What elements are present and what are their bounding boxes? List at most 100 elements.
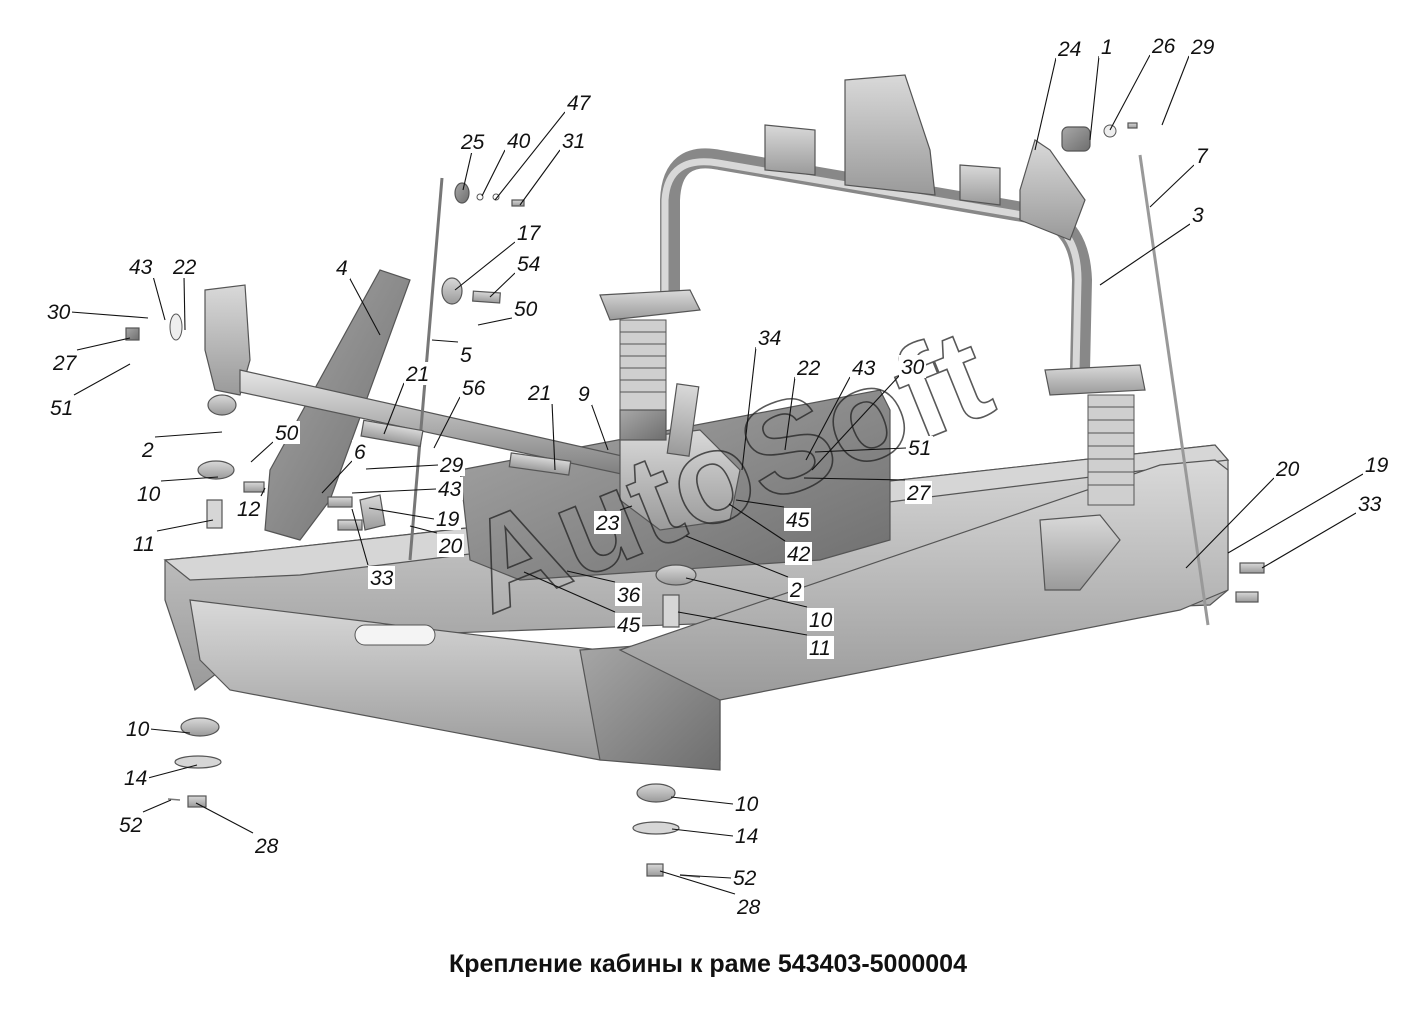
callout-51[interactable]: 51 <box>50 397 73 420</box>
callout-34[interactable]: 34 <box>758 327 781 350</box>
callout-14[interactable]: 14 <box>124 767 147 790</box>
cup-14-bottom-center <box>632 821 680 835</box>
callout-background <box>785 542 812 565</box>
callout-47[interactable]: 47 <box>567 92 592 115</box>
leader-line-33 <box>351 508 369 566</box>
callout-52[interactable]: 52 <box>119 814 143 837</box>
callout-9[interactable]: 9 <box>578 383 590 406</box>
callout-20[interactable]: 20 <box>438 535 463 558</box>
callout-background <box>850 356 877 379</box>
callout-42[interactable]: 42 <box>787 543 811 566</box>
callout-background <box>565 91 592 114</box>
callout-background <box>235 497 262 520</box>
callout-11[interactable]: 11 <box>809 637 831 660</box>
callout-33[interactable]: 33 <box>370 567 394 590</box>
bracket-left <box>204 284 251 396</box>
callout-45[interactable]: 45 <box>786 509 810 532</box>
callout-10[interactable]: 10 <box>735 793 759 816</box>
callout-background <box>253 834 280 857</box>
callout-28[interactable]: 28 <box>254 835 279 858</box>
leader-line-6 <box>321 460 353 494</box>
callout-2[interactable]: 2 <box>789 579 802 602</box>
callout-background <box>459 130 486 153</box>
callout-17[interactable]: 17 <box>517 222 542 245</box>
leader-line-30 <box>811 375 900 471</box>
callout-2[interactable]: 2 <box>141 439 154 462</box>
callout-43[interactable]: 43 <box>438 478 462 501</box>
callout-background <box>437 534 464 557</box>
callout-54[interactable]: 54 <box>517 253 540 276</box>
callout-background <box>905 481 932 504</box>
callout-5[interactable]: 5 <box>460 344 472 367</box>
callout-10[interactable]: 10 <box>126 718 150 741</box>
callout-1[interactable]: 1 <box>1101 36 1113 59</box>
callout-52[interactable]: 52 <box>733 867 757 890</box>
callout-50[interactable]: 50 <box>514 298 538 321</box>
callout-10[interactable]: 10 <box>809 609 833 632</box>
callout-30[interactable]: 30 <box>901 356 925 379</box>
diagram-title: Крепление кабины к раме 543403-5000004 <box>449 950 967 978</box>
right-lower-bracket <box>1039 514 1121 591</box>
callout-29[interactable]: 29 <box>1190 36 1215 59</box>
callout-20[interactable]: 20 <box>1275 458 1300 481</box>
leader-line-51 <box>814 447 907 453</box>
callout-19[interactable]: 19 <box>1365 454 1389 477</box>
callout-12[interactable]: 12 <box>237 498 261 521</box>
callout-21[interactable]: 21 <box>405 363 429 386</box>
callout-50[interactable]: 50 <box>275 422 299 445</box>
callout-43[interactable]: 43 <box>852 357 876 380</box>
callout-29[interactable]: 29 <box>439 454 464 477</box>
spring-left <box>619 319 667 411</box>
callout-11[interactable]: 11 <box>133 533 155 556</box>
cap-10-center <box>655 564 697 586</box>
leader-line-26 <box>1109 54 1151 131</box>
callout-33[interactable]: 33 <box>1358 493 1382 516</box>
callout-4[interactable]: 4 <box>336 257 348 280</box>
callout-19[interactable]: 19 <box>436 508 460 531</box>
callout-36[interactable]: 36 <box>617 584 641 607</box>
callout-background <box>1150 34 1177 57</box>
callout-background <box>512 297 539 320</box>
leader-line-23 <box>619 505 633 511</box>
callout-6[interactable]: 6 <box>354 441 366 464</box>
leader-line-22 <box>784 376 796 451</box>
leader-line-14 <box>671 828 734 837</box>
callout-40[interactable]: 40 <box>507 130 531 153</box>
leader-line-34 <box>741 346 757 471</box>
callout-30[interactable]: 30 <box>47 301 71 324</box>
callout-7[interactable]: 7 <box>1196 145 1209 168</box>
nut-28-bottom-center <box>646 863 664 877</box>
callout-background <box>171 255 198 278</box>
callout-26[interactable]: 26 <box>1151 35 1176 58</box>
rear-support-arch <box>599 74 1146 591</box>
callout-background <box>127 255 154 278</box>
callout-background <box>1099 35 1115 58</box>
callout-22[interactable]: 22 <box>796 357 821 380</box>
callout-3[interactable]: 3 <box>1192 204 1204 227</box>
callout-21[interactable]: 21 <box>527 382 551 405</box>
leader-line-19 <box>368 507 435 520</box>
callout-56[interactable]: 56 <box>462 377 486 400</box>
callout-22[interactable]: 22 <box>172 256 197 279</box>
callout-27[interactable]: 27 <box>52 352 78 375</box>
callout-27[interactable]: 27 <box>906 482 932 505</box>
callout-28[interactable]: 28 <box>736 896 761 919</box>
callout-43[interactable]: 43 <box>129 256 153 279</box>
callout-10[interactable]: 10 <box>137 483 161 506</box>
callout-25[interactable]: 25 <box>460 131 485 154</box>
callout-background <box>404 362 431 385</box>
callout-24[interactable]: 24 <box>1057 38 1081 61</box>
callout-background <box>735 895 762 918</box>
callout-51[interactable]: 51 <box>908 437 931 460</box>
callout-14[interactable]: 14 <box>735 825 758 848</box>
callout-background <box>45 300 72 323</box>
callout-31[interactable]: 31 <box>562 130 585 153</box>
callout-background <box>615 613 642 636</box>
leader-line-2 <box>685 535 789 578</box>
callout-23[interactable]: 23 <box>595 512 620 535</box>
leader-line-20 <box>409 525 438 534</box>
callout-45[interactable]: 45 <box>617 614 641 637</box>
leader-line-29 <box>1161 55 1190 126</box>
bolt-33-left-2 <box>337 519 363 531</box>
callout-background <box>576 382 592 405</box>
